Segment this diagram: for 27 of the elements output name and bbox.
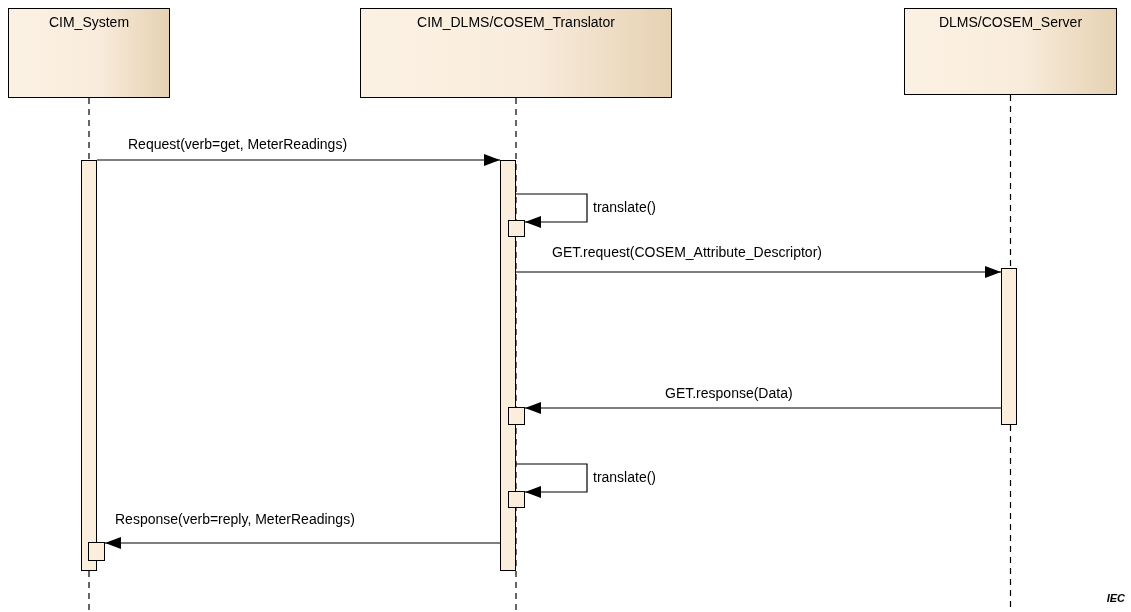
message-label: Response(verb=reply, MeterReadings) — [115, 511, 355, 527]
activation-box — [508, 491, 525, 508]
lifeline-header — [904, 8, 1117, 95]
message-arrow — [515, 266, 1002, 278]
activation-bar — [500, 160, 516, 571]
activation-bar — [1001, 268, 1017, 425]
lifeline — [515, 97, 517, 612]
message-label: translate() — [593, 199, 657, 215]
message-label: GET.request(COSEM_Attribute_Descriptor) — [552, 244, 822, 260]
message-arrow — [104, 537, 501, 549]
participant-name: CIM_System — [48, 14, 130, 30]
participant-name: CIM_DLMS/COSEM_Translator — [417, 14, 615, 30]
message-label: Request(verb=get, MeterReadings) — [128, 136, 348, 152]
lifeline-header — [360, 8, 672, 98]
activation-box — [508, 220, 525, 237]
message-arrow — [524, 402, 1002, 414]
message-arrow — [96, 154, 501, 166]
self-message-arrow — [515, 463, 588, 498]
message-label: GET.response(Data) — [665, 385, 793, 401]
activation-box — [88, 542, 105, 561]
figure-source-note: IEC — [1106, 592, 1125, 604]
self-message-arrow — [515, 193, 588, 228]
activation-box — [508, 407, 525, 425]
message-label: translate() — [593, 469, 657, 485]
lifeline-header — [8, 8, 170, 98]
activation-bar — [81, 160, 97, 571]
participant-name: DLMS/COSEM_Server — [938, 14, 1083, 30]
